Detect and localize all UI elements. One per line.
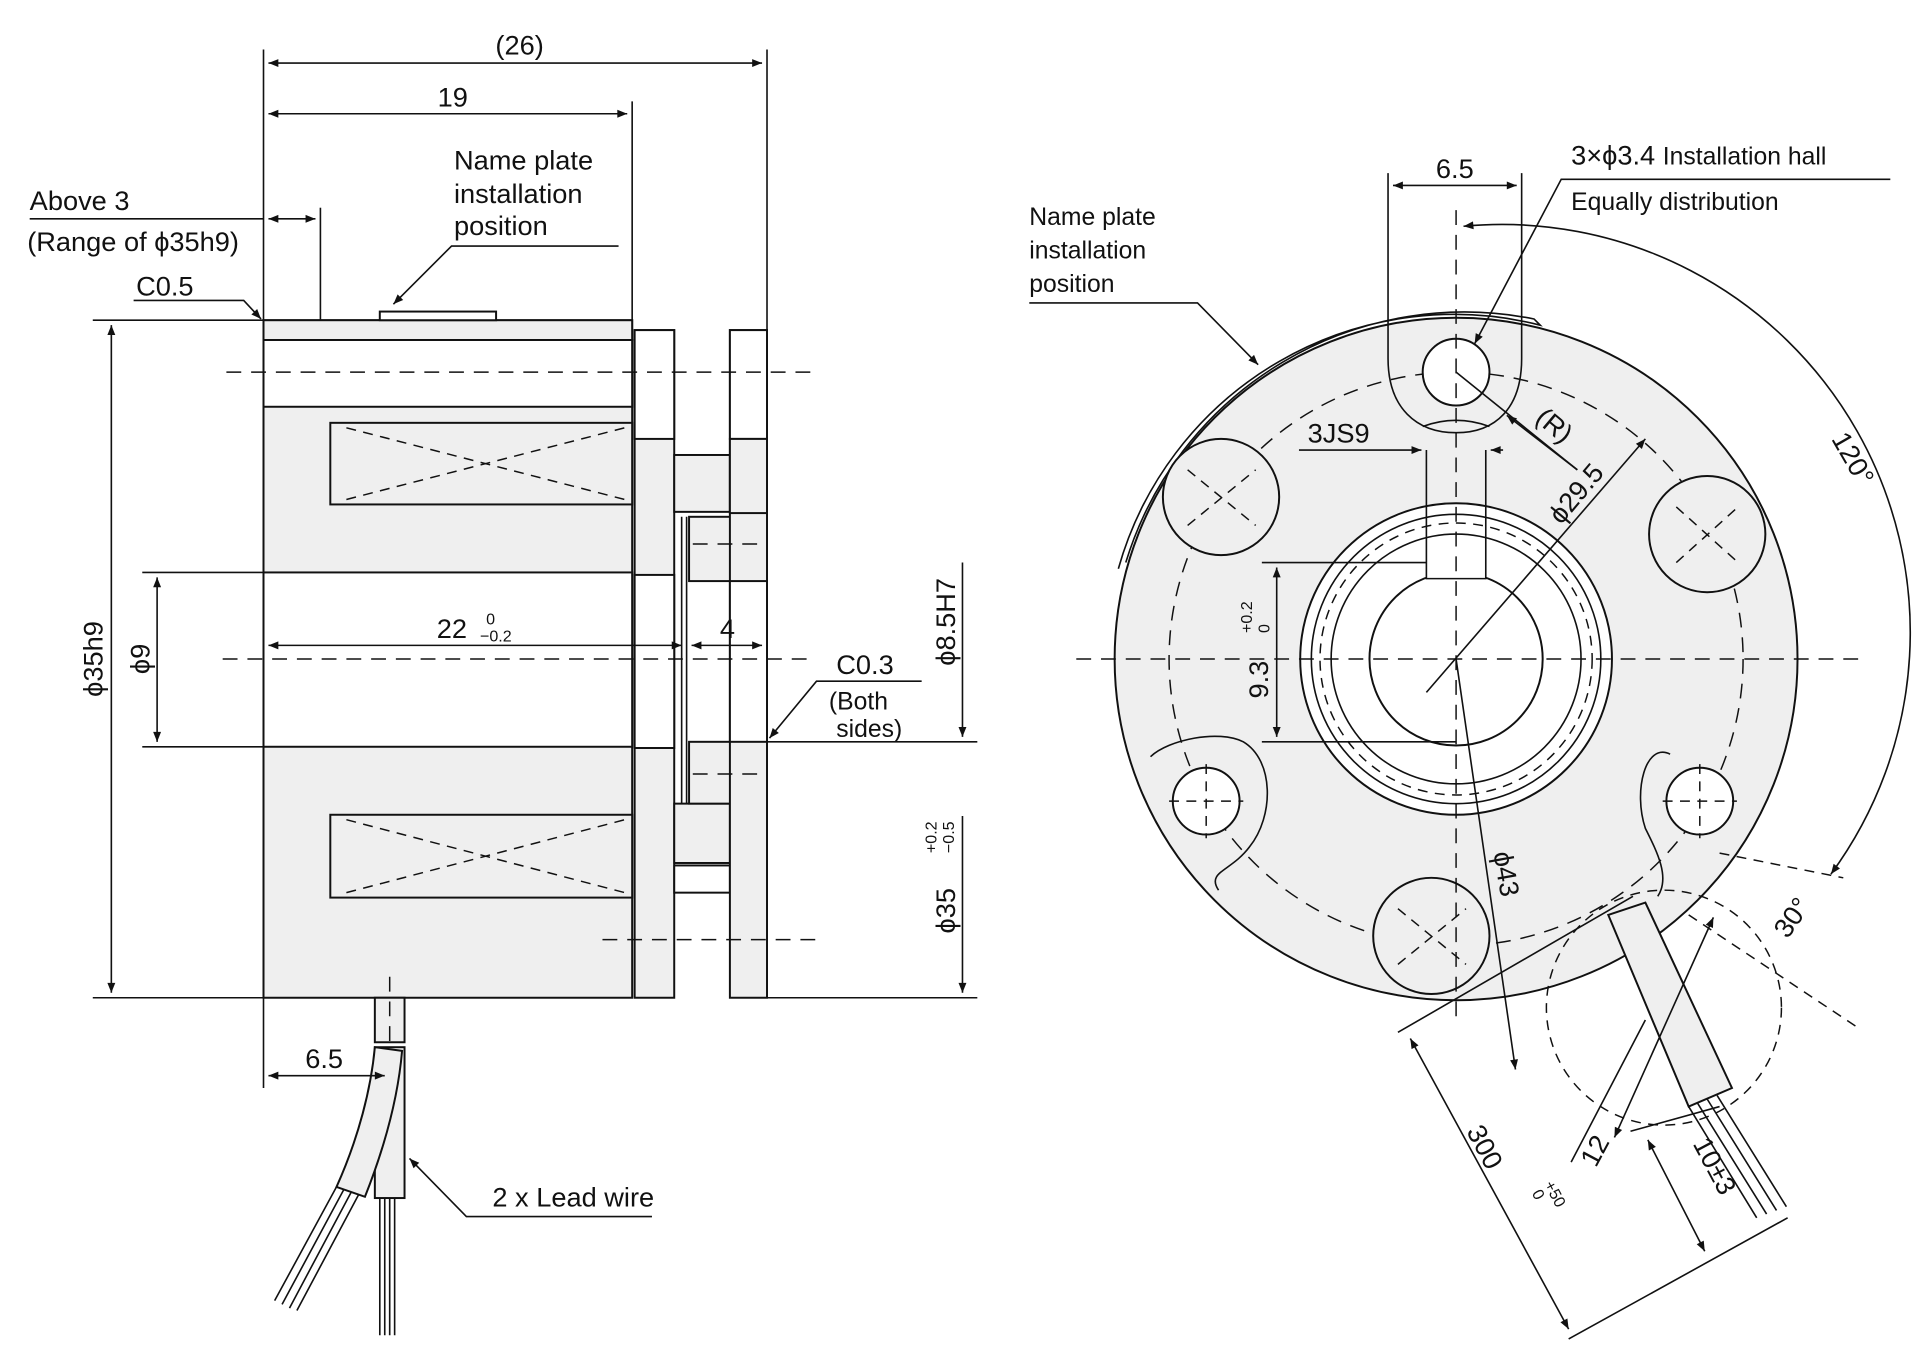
dim-key-width: 3JS9 <box>1308 418 1370 449</box>
chamfer-c05: C0.5 <box>136 270 193 301</box>
side-view: (26) 19 Name plate installation position… <box>27 29 978 1336</box>
hole-label-suffix: Installation hall <box>1663 143 1827 170</box>
dim-key-tol-upper: +0.2 <box>1238 601 1256 633</box>
dim-slot-width: 6.5 <box>1436 153 1474 184</box>
dim-12: 12 <box>1574 1130 1616 1171</box>
range-label: (Range of ϕ35h9) <box>27 226 239 257</box>
name-plate-label-1: Name plate <box>454 144 593 175</box>
coil-top <box>329 421 634 506</box>
screw-hole-section <box>262 339 634 408</box>
lead-cable <box>1606 901 1734 1108</box>
dim-overall-length: (26) <box>495 29 543 60</box>
dim-35: ϕ35 <box>930 888 961 933</box>
dim-outer-dia-43: ϕ43 <box>1487 849 1525 899</box>
chamfer-note-1: (Both <box>829 689 888 716</box>
dim-lead-length: 300 <box>1461 1120 1510 1175</box>
lead-wire-bent <box>335 1046 404 1199</box>
hole-note: Equally distribution <box>1571 189 1779 216</box>
dim-4: 4 <box>720 613 735 644</box>
dim-bore-diameter: ϕ9 <box>125 644 156 674</box>
dim-hub-bore: ϕ8.5H7 <box>930 578 961 666</box>
hole-count-dia: 3×ϕ3.4 <box>1571 139 1655 170</box>
dim-key-height: 9.3 <box>1243 661 1274 699</box>
chamfer-note-2: sides) <box>836 716 902 743</box>
dim-angle-120: 120° <box>1826 426 1881 490</box>
dim-22: 22 <box>437 613 467 644</box>
above3-label: Above 3 <box>30 185 130 216</box>
name-plate <box>378 310 498 322</box>
lead-wire-label: 2 x Lead wire <box>492 1182 654 1213</box>
name-plate-label-2: installation <box>454 178 583 209</box>
dim-35-tol-lower: −0.5 <box>940 821 958 853</box>
front-view: 6.5 3×ϕ3.4 Installation hall Equally dis… <box>1029 139 1911 1340</box>
dim-lead-offset: 6.5 <box>305 1043 343 1074</box>
top-band <box>262 319 634 341</box>
dim-22-tol-lower: −0.2 <box>480 628 512 646</box>
dim-key-tol-lower: 0 <box>1255 624 1273 633</box>
front-name-plate-2: installation <box>1029 237 1146 264</box>
chamfer-c03: C0.3 <box>836 649 893 680</box>
dim-outer-diameter: ϕ35h9 <box>78 621 109 697</box>
hole-label: 3×ϕ3.4 Installation hall <box>1571 139 1826 170</box>
dim-22-tol-upper: 0 <box>486 610 495 628</box>
coil-bottom <box>329 813 634 899</box>
name-plate-label-3: position <box>454 210 548 241</box>
front-name-plate-1: Name plate <box>1029 204 1155 231</box>
dim-angle-30: 30° <box>1767 892 1816 943</box>
dim-body-length: 19 <box>438 81 468 112</box>
dim-lead-tol-lower: 0 <box>1528 1187 1548 1203</box>
front-name-plate-3: position <box>1029 271 1114 298</box>
dim-35-tol-upper: +0.2 <box>922 821 940 853</box>
